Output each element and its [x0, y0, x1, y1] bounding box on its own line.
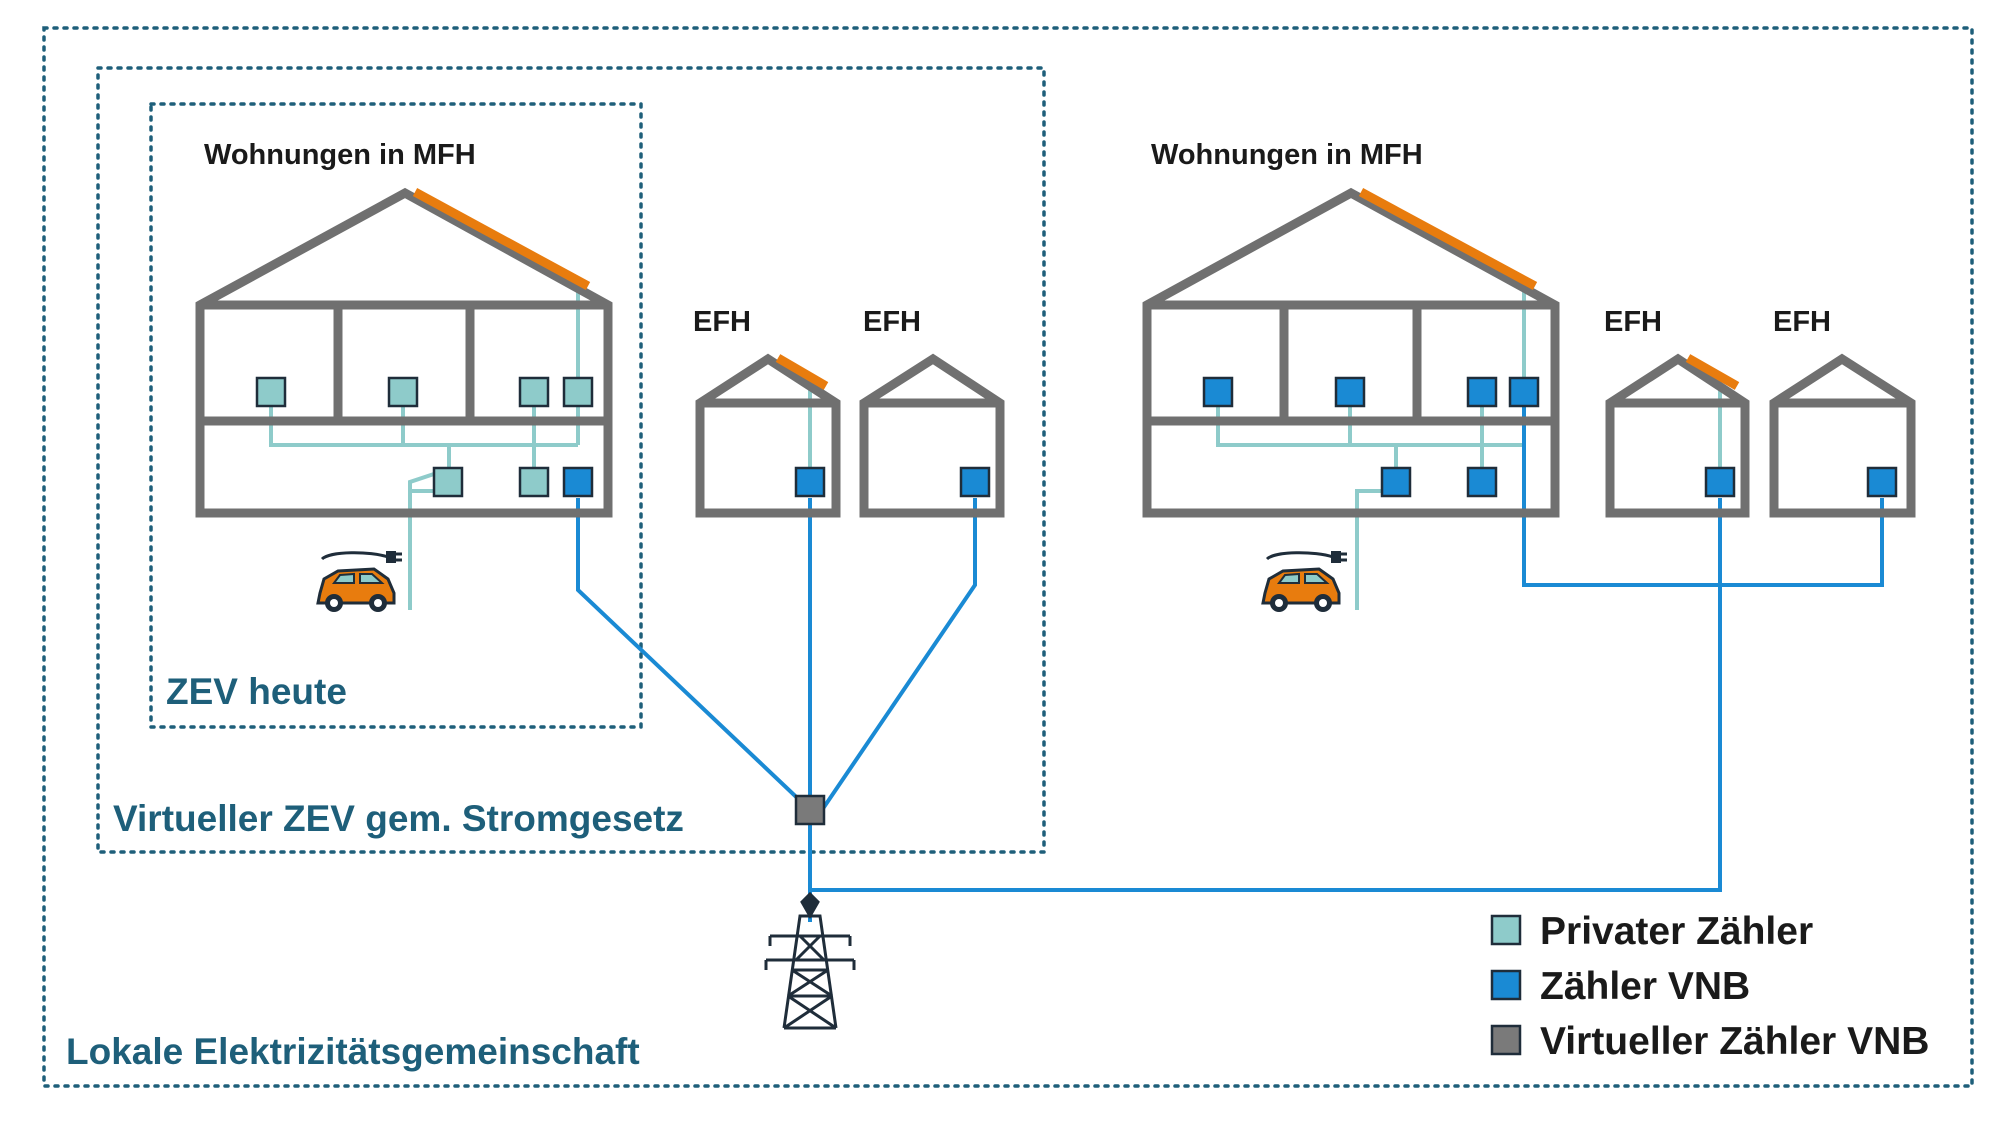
legend-label-virtual: Virtueller Zähler VNB	[1540, 1020, 1929, 1063]
vnb-meter	[1466, 376, 1498, 408]
pv-panel-mfh-left	[412, 188, 591, 290]
private-wiring-left-ev	[408, 489, 434, 610]
zone-label-zev-heute: ZEV heute	[166, 671, 347, 712]
pv-panel-efh-1	[775, 354, 829, 390]
virtual-meter-vnb	[794, 794, 826, 826]
vnb-meter	[1334, 376, 1366, 408]
house-efh-4	[1769, 353, 1916, 518]
vnb-meter-efh-4	[1866, 466, 1898, 498]
legend-swatch-private	[1490, 914, 1522, 946]
frame-lokale-eg	[42, 26, 1974, 1088]
house-mfh-left	[195, 187, 613, 518]
private-meter	[387, 376, 419, 408]
house-efh-3	[1605, 353, 1750, 518]
meters-right-mfh	[1202, 376, 1540, 498]
private-meter	[518, 376, 550, 408]
label-efh-4: EFH	[1773, 306, 1831, 338]
private-meter	[255, 376, 287, 408]
frame-virtueller-zev	[96, 66, 1046, 854]
vnb-meter	[562, 466, 594, 498]
private-meter	[518, 466, 550, 498]
house-efh-1	[695, 353, 841, 518]
vnb-meter-efh-3	[1704, 466, 1736, 498]
label-efh-3: EFH	[1604, 306, 1662, 338]
house-efh-2	[859, 353, 1005, 518]
vnb-meter	[1380, 466, 1412, 498]
label-efh-1: EFH	[693, 306, 751, 338]
label-mfh-right: Wohnungen in MFH	[1151, 139, 1423, 171]
private-wiring-right	[1216, 285, 1526, 610]
label-mfh-left: Wohnungen in MFH	[204, 139, 476, 171]
private-wiring-left	[269, 285, 580, 608]
legend-swatch-vnb	[1490, 969, 1522, 1001]
meters-left-mfh	[255, 376, 594, 498]
vnb-meter-efh-1	[794, 466, 826, 498]
legend: Privater Zähler Zähler VNB Virtueller Zä…	[1490, 910, 1929, 1063]
zone-label-lokale-eg: Lokale Elektrizitätsgemeinschaft	[66, 1031, 640, 1072]
vnb-wiring	[576, 390, 1884, 922]
vnb-meter	[1202, 376, 1234, 408]
electric-car-icon	[316, 551, 402, 612]
private-meter	[432, 466, 464, 498]
legend-swatch-virtual	[1490, 1024, 1522, 1056]
house-mfh-right	[1142, 187, 1560, 518]
vnb-meter	[1508, 376, 1540, 408]
vnb-meter-efh-2	[959, 466, 991, 498]
power-pylon-icon	[764, 891, 856, 1030]
zone-label-virtueller-zev: Virtueller ZEV gem. Stromgesetz	[113, 798, 684, 839]
vnb-meter	[1466, 466, 1498, 498]
private-meter	[562, 376, 594, 408]
legend-label-private: Privater Zähler	[1540, 910, 1813, 953]
pv-panel-efh-3	[1685, 354, 1740, 390]
legend-label-vnb: Zähler VNB	[1540, 965, 1750, 1008]
electric-car-icon	[1261, 551, 1347, 612]
frame-zev-heute	[149, 102, 643, 729]
pv-panel-mfh-right	[1358, 188, 1538, 290]
label-efh-2: EFH	[863, 306, 921, 338]
